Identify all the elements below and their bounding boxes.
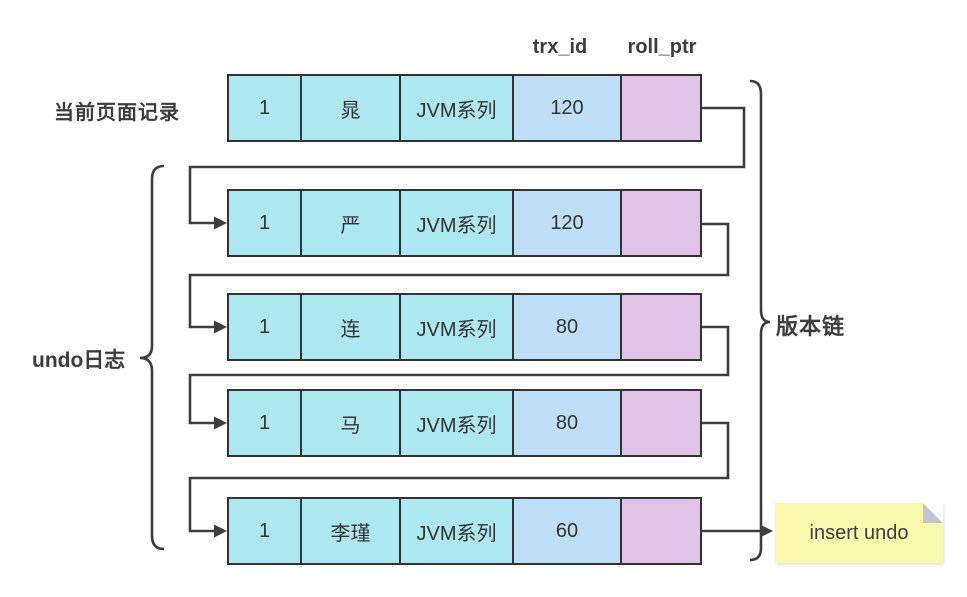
connector-row3-row4 [188,325,730,425]
roll-ptr-cell [622,499,700,563]
undo-log-row-4: 1 李瑾 JVM系列 60 [227,497,702,565]
series-cell: JVM系列 [401,191,514,255]
undo-log-row-1: 1 严 JVM系列 120 [227,189,702,257]
trx-id-cell: 60 [514,499,622,563]
id-cell: 1 [229,295,302,359]
roll-ptr-column-header: roll_ptr [627,36,697,58]
roll-ptr-cell [622,295,700,359]
roll-ptr-cell [622,391,700,455]
undo-log-label: undo日志 [32,349,126,372]
name-cell: 马 [302,391,401,455]
series-cell: JVM系列 [401,295,514,359]
series-cell: JVM系列 [401,391,514,455]
undo-log-brace [139,164,165,551]
connector-row2-row3 [188,222,730,329]
name-cell: 李瑾 [302,499,401,563]
id-cell: 1 [229,191,302,255]
roll-ptr-cell [622,191,700,255]
arrowhead-row2 [214,216,227,230]
trx-id-column-header: trx_id [532,36,588,58]
version-chain-label: 版本链 [776,314,846,339]
name-cell: 连 [302,295,401,359]
roll-ptr-cell [622,76,700,140]
insert-undo-note-text: insert undo [809,521,909,544]
arrowhead-row4 [214,416,227,430]
arrowhead-row3 [214,320,227,334]
current-page-record-label: 当前页面记录 [54,102,180,124]
undo-log-row-2: 1 连 JVM系列 80 [227,293,702,361]
note-fold-cut [923,503,943,523]
version-chain-brace [749,79,771,562]
series-cell: JVM系列 [401,76,514,140]
trx-id-cell: 80 [514,391,622,455]
arrowhead-row5 [214,524,227,538]
arrowhead-note [760,524,773,538]
id-cell: 1 [229,391,302,455]
name-cell: 严 [302,191,401,255]
id-cell: 1 [229,499,302,563]
trx-id-cell: 80 [514,295,622,359]
series-cell: JVM系列 [401,499,514,563]
name-cell: 晁 [302,76,401,140]
connector-row4-row5 [188,421,730,533]
trx-id-cell: 120 [514,191,622,255]
record-row-current: 1 晁 JVM系列 120 [227,74,702,142]
connector-row1-row2 [188,106,746,225]
id-cell: 1 [229,76,302,140]
trx-id-cell: 120 [514,76,622,140]
insert-undo-note: insert undo [775,503,943,563]
undo-log-row-3: 1 马 JVM系列 80 [227,389,702,457]
